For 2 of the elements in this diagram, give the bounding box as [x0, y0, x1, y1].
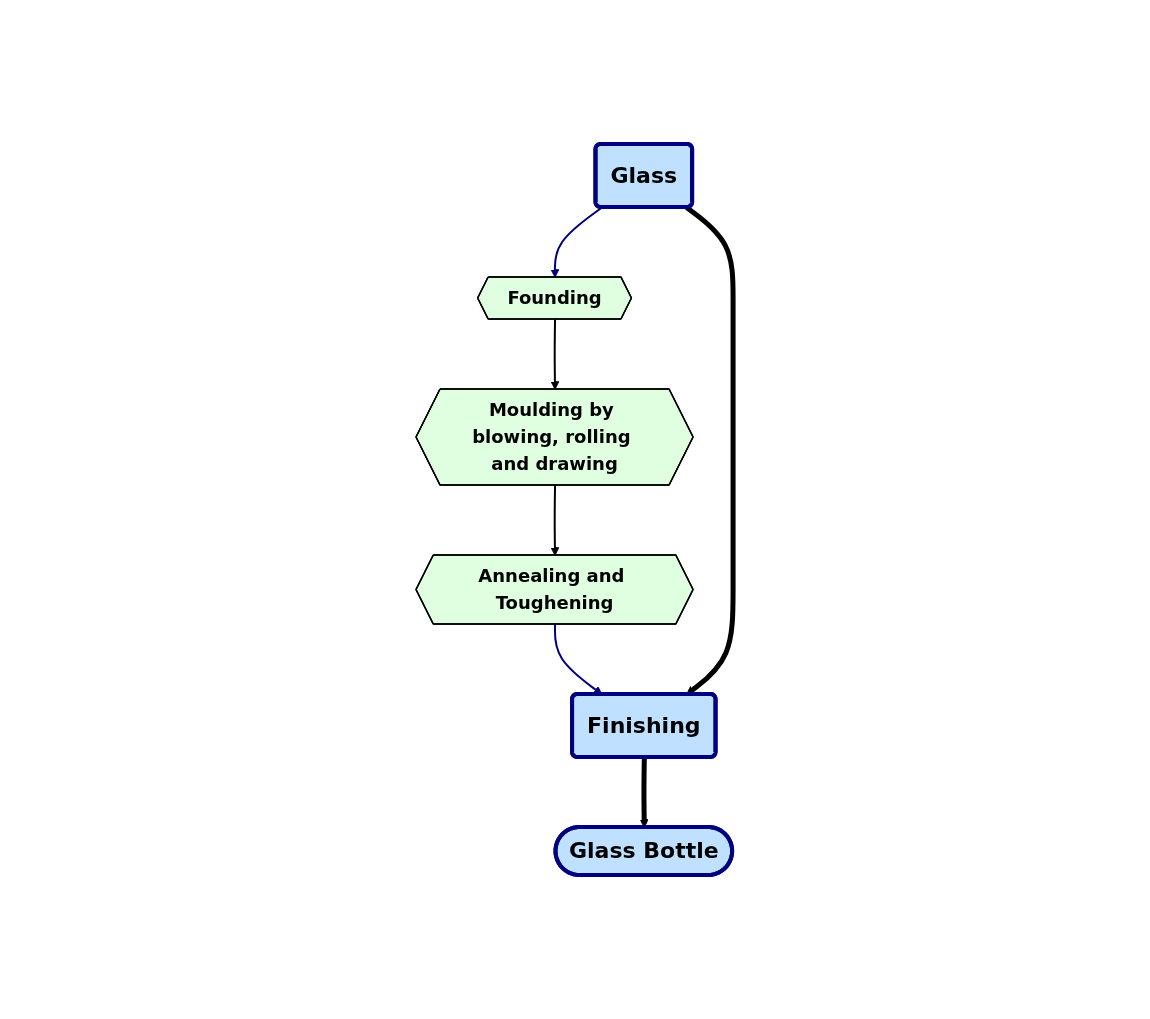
arrow	[551, 318, 560, 390]
arrow	[551, 484, 560, 556]
